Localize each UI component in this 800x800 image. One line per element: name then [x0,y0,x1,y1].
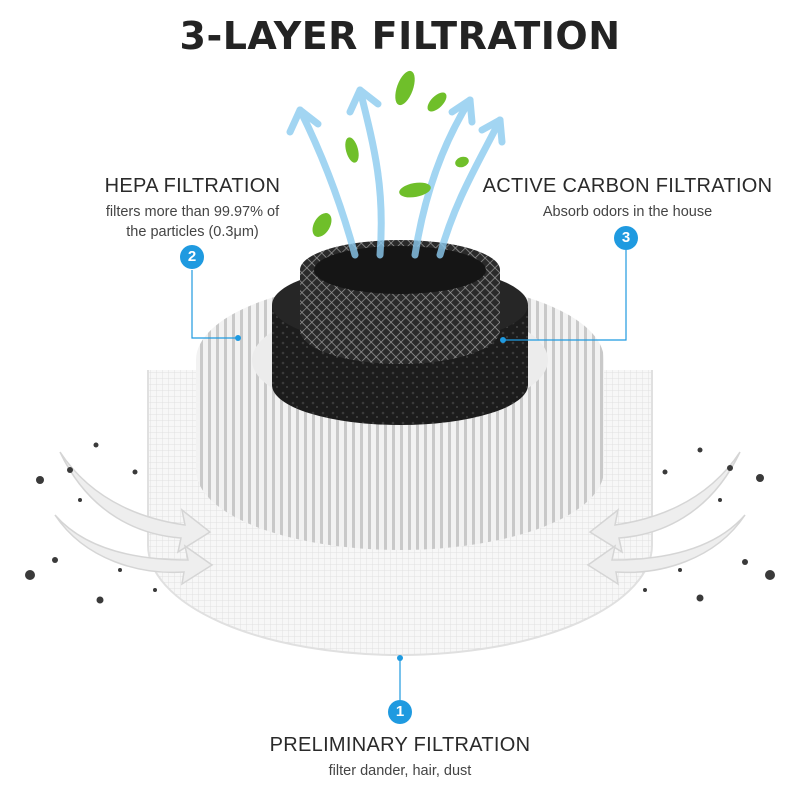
dirty-air-arrows-left [54,451,214,586]
carbon-layer [272,240,528,425]
hepa-title: HEPA FILTRATION [104,175,281,197]
carbon-label: ACTIVE CARBON FILTRATION Absorb odors in… [480,175,775,222]
hepa-label: HEPA FILTRATION filters more than 99.97%… [80,175,305,242]
page-title: 3-LAYER FILTRATION [179,14,621,58]
preliminary-number-badge: 1 [388,700,412,724]
callout-lines [191,250,627,700]
hepa-desc-line2: the particles (0.3μm) [126,224,259,240]
callout-dots [235,335,506,661]
hepa-callout-line [191,270,238,339]
hepa-desc-line1: filters more than 99.97% of [105,204,280,220]
carbon-number-badge: 3 [614,226,638,250]
dust-particles [25,442,775,604]
carbon-desc: Absorb odors in the house [542,204,713,220]
preliminary-desc: filter dander, hair, dust [328,763,472,779]
clean-air-arrows [286,86,506,259]
preliminary-label: PRELIMINARY FILTRATION filter dander, ha… [250,734,550,781]
carbon-title: ACTIVE CARBON FILTRATION [482,175,773,197]
preliminary-title: PRELIMINARY FILTRATION [269,734,531,756]
carbon-callout-line [503,250,627,341]
leaf-icons [312,70,469,237]
hepa-number-badge: 2 [180,245,204,269]
dirty-air-arrows-right [586,451,746,586]
